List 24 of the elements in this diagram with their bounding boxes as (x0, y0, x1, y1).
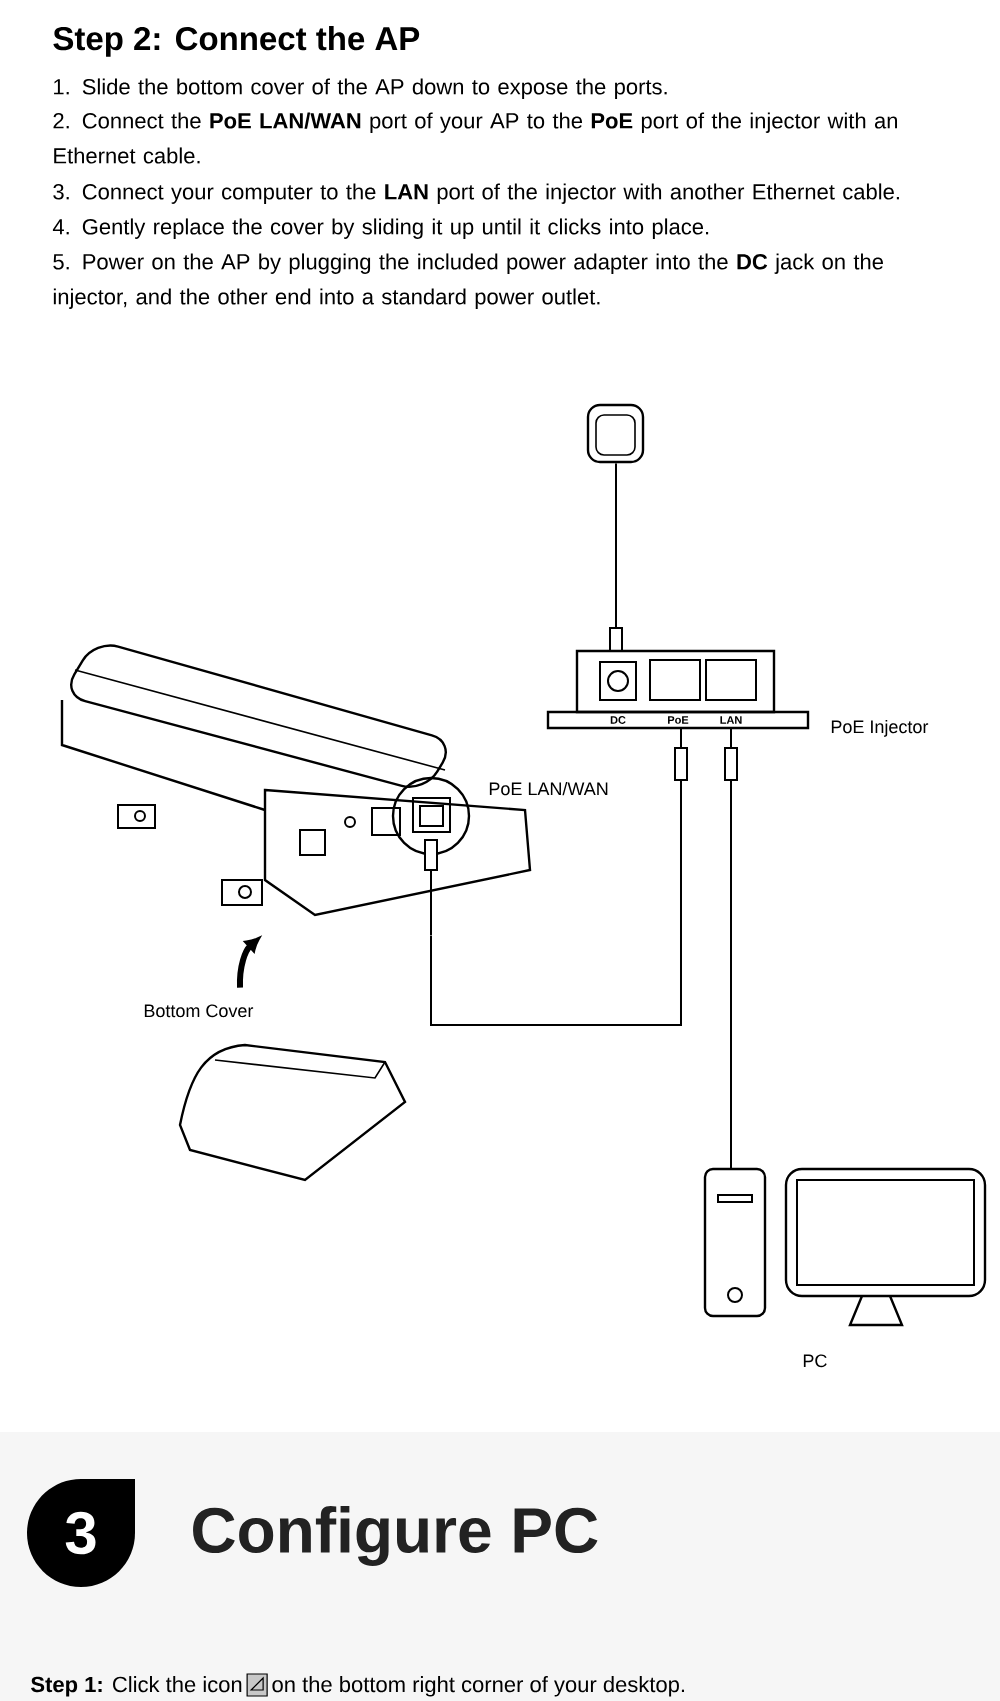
node-label: DC (610, 716, 626, 724)
section-heading: Configure PC (193, 1506, 598, 1566)
power-adapter-drawing (586, 403, 645, 464)
computer-drawing (703, 1167, 987, 1327)
node-label: LAN (720, 716, 742, 724)
instruction-text: 4. Gently replace the cover by sliding it up until it clicks into place. (52, 218, 709, 239)
bottom-cover-drawing (178, 1043, 407, 1182)
heading: Step 2: Connect the AP (53, 26, 420, 57)
curved-arrow (236, 937, 260, 988)
instruction-text: 1. Slide the bottom cover of the AP down to expose the ports. (54, 78, 667, 99)
cable (615, 462, 617, 629)
injector-drawing: DC PoE LAN (546, 627, 810, 730)
device-label: PoE Injector (831, 719, 929, 737)
port-label: PoE LAN/WAN (489, 781, 608, 796)
instruction-text: 5. Power on the AP by plugging the included power adapter into the DC jack on the injector, and the other end into a standard power outlet. (53, 253, 883, 309)
instruction-text: on the bottom right corner of your desktop. (272, 1676, 684, 1697)
instruction-text: 3. Connect your computer to the LAN port of the injector with another Ethernet cable. (53, 183, 899, 204)
device-label: PC (803, 1354, 827, 1368)
cable (730, 727, 732, 1170)
instruction-text: Step 1: Click the icon (31, 1676, 242, 1697)
node-label: PoE (668, 716, 689, 724)
step-badge: 3 (27, 1479, 135, 1587)
instruction-text: 2. Connect the PoE LAN/WAN port of your AP to the PoE port of the injector with an Ethernet cable. (53, 112, 897, 164)
device-label: Bottom Cover (144, 1004, 254, 1018)
